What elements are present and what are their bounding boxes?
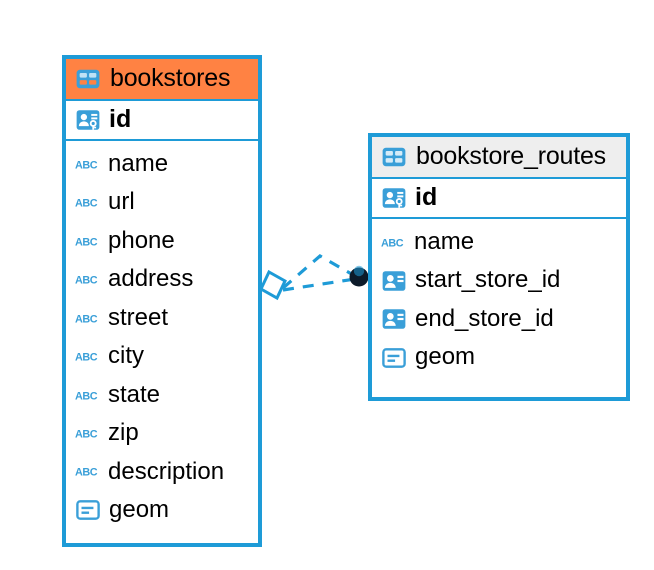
field-label: address — [108, 265, 194, 293]
field-label: state — [108, 380, 161, 408]
relationship-endpoint-circle[interactable] — [349, 265, 369, 287]
foreign-key-icon — [382, 309, 406, 329]
field-row-address[interactable]: ABC address — [66, 260, 258, 298]
abc-text-icon: ABC — [75, 390, 98, 402]
entity-title: bookstore_routes — [416, 142, 606, 170]
field-label: geom — [109, 496, 170, 524]
field-row-name[interactable]: ABC name — [372, 223, 626, 261]
field-row-id[interactable]: id — [372, 177, 626, 219]
field-list-bookstore-routes: ABC name start_store_id — [372, 219, 626, 383]
field-row-geom[interactable]: geom — [66, 491, 258, 529]
svg-text:ABC: ABC — [381, 237, 404, 249]
abc-text-icon: ABC — [75, 159, 98, 171]
svg-text:ABC: ABC — [75, 198, 98, 210]
field-label: name — [108, 150, 169, 177]
field-label: id — [415, 183, 438, 211]
abc-text-icon: ABC — [75, 275, 98, 287]
field-row-id[interactable]: id — [66, 99, 258, 141]
geometry-icon — [76, 500, 100, 521]
svg-text:ABC: ABC — [75, 352, 98, 364]
entity-title: bookstores — [110, 64, 231, 92]
abc-text-icon: ABC — [381, 237, 404, 249]
field-label: street — [108, 303, 169, 331]
field-label: geom — [415, 343, 476, 371]
field-label: zip — [108, 419, 139, 447]
field-row-url[interactable]: ABC url — [66, 183, 258, 221]
svg-text:ABC: ABC — [75, 467, 98, 479]
abc-text-icon: ABC — [75, 198, 98, 210]
field-row-phone[interactable]: ABC phone — [66, 222, 258, 260]
abc-text-icon: ABC — [75, 236, 98, 248]
field-label: name — [414, 228, 475, 255]
field-row-description[interactable]: ABC description — [66, 453, 258, 491]
svg-text:ABC: ABC — [75, 313, 98, 325]
entity-bookstore-routes[interactable]: bookstore_routes id ABC name — [368, 133, 630, 401]
svg-text:ABC: ABC — [75, 429, 98, 441]
field-row-street[interactable]: ABC street — [66, 299, 258, 337]
field-row-end-store-id[interactable]: end_store_id — [372, 300, 626, 338]
field-row-name[interactable]: ABC name — [66, 145, 258, 183]
svg-text:ABC: ABC — [75, 390, 98, 402]
field-label: phone — [108, 226, 175, 254]
svg-text:ABC: ABC — [75, 236, 98, 248]
entity-bookstores[interactable]: bookstores id ABC name — [62, 55, 262, 547]
field-label: description — [108, 457, 225, 485]
field-row-geom[interactable]: geom — [372, 338, 626, 376]
field-label: start_store_id — [415, 266, 561, 294]
relationship-endpoint-diamond[interactable] — [259, 269, 287, 301]
field-row-city[interactable]: ABC city — [66, 337, 258, 375]
primary-key-icon — [382, 187, 406, 208]
foreign-key-icon — [382, 270, 406, 291]
svg-text:ABC: ABC — [75, 275, 98, 287]
field-row-start-store-id[interactable]: start_store_id — [372, 261, 626, 299]
entity-header-bookstore-routes[interactable]: bookstore_routes — [372, 137, 626, 177]
table-icon — [76, 69, 100, 88]
field-label: url — [108, 188, 135, 216]
abc-text-icon: ABC — [75, 467, 98, 479]
abc-text-icon: ABC — [75, 429, 98, 441]
entity-header-bookstores[interactable]: bookstores — [66, 59, 258, 99]
svg-text:ABC: ABC — [75, 159, 98, 171]
geometry-icon — [382, 347, 406, 368]
abc-text-icon: ABC — [75, 352, 98, 364]
field-row-state[interactable]: ABC state — [66, 376, 258, 414]
field-label: end_store_id — [415, 304, 554, 332]
field-row-zip[interactable]: ABC zip — [66, 414, 258, 452]
field-label: city — [108, 342, 144, 370]
abc-text-icon: ABC — [75, 313, 98, 325]
relationship-line-end-store-id[interactable] — [282, 277, 356, 292]
field-list-bookstores: ABC name ABC url ABC phone ABC ad — [66, 141, 258, 536]
table-icon — [382, 147, 406, 166]
relationship-line-start-store-id[interactable] — [281, 254, 356, 290]
field-label: id — [109, 105, 132, 133]
primary-key-icon — [76, 109, 100, 130]
